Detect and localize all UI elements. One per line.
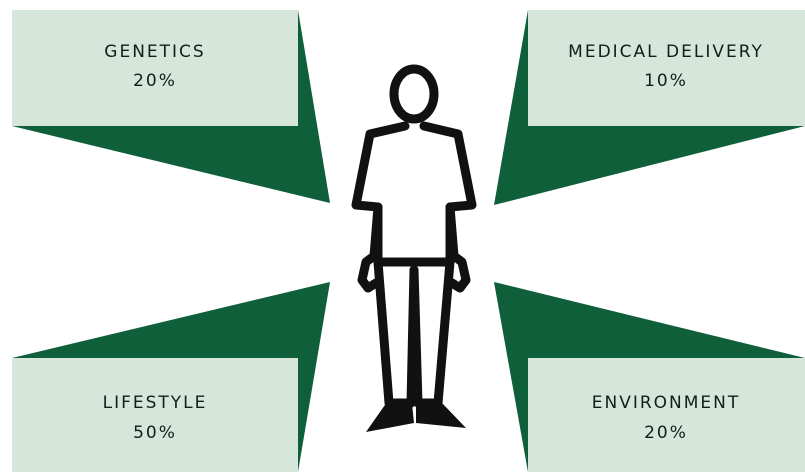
left-foot	[366, 402, 414, 432]
environment-factor: ENVIRONMENT 20%	[494, 282, 805, 472]
left-arm	[357, 202, 383, 293]
medical-delivery-wedge	[494, 10, 805, 205]
right-leg	[409, 257, 455, 408]
medical-delivery-panel	[528, 10, 805, 126]
environment-wedge	[494, 282, 805, 472]
lifestyle-panel	[12, 358, 298, 472]
lifestyle-label: LIFESTYLE	[103, 393, 208, 413]
right-foot	[416, 402, 466, 428]
environment-panel	[528, 358, 805, 472]
lifestyle-percent: 50%	[133, 423, 177, 443]
environment-label: ENVIRONMENT	[592, 393, 741, 413]
genetics-factor: GENETICS 20%	[12, 10, 330, 203]
genetics-wedge	[12, 10, 330, 203]
genetics-label: GENETICS	[104, 42, 205, 62]
genetics-percent: 20%	[133, 71, 177, 91]
lifestyle-factor: LIFESTYLE 50%	[12, 282, 330, 472]
environment-percent: 20%	[644, 423, 688, 443]
genetics-panel	[12, 10, 298, 126]
right-arm	[445, 202, 471, 293]
torso	[351, 121, 477, 267]
left-leg	[373, 257, 419, 408]
medical-delivery-percent: 10%	[644, 71, 688, 91]
head	[389, 64, 439, 124]
medical-delivery-factor: MEDICAL DELIVERY 10%	[494, 10, 805, 205]
person-standing-icon	[351, 64, 477, 408]
medical-delivery-label: MEDICAL DELIVERY	[568, 42, 764, 62]
lifestyle-wedge	[12, 282, 330, 472]
